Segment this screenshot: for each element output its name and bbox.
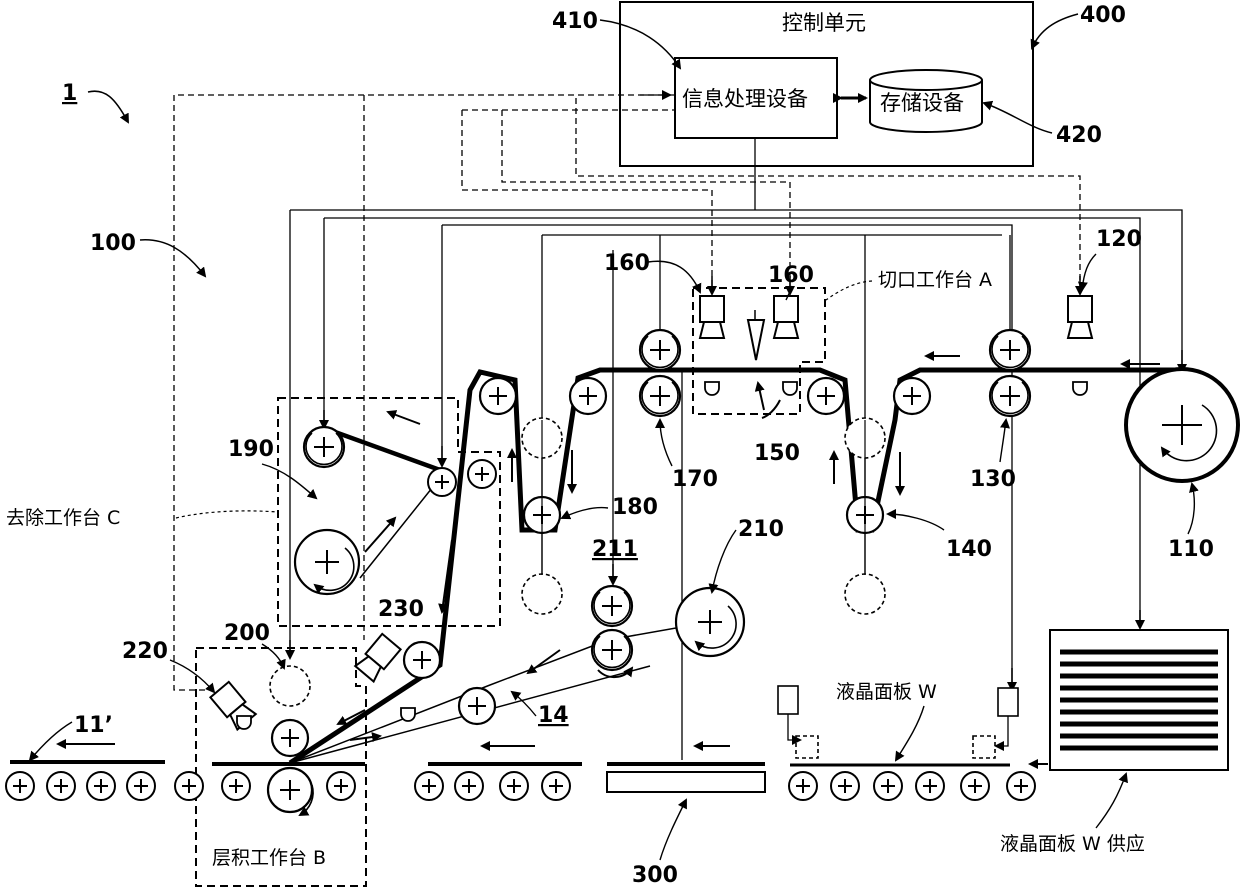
cutter-blade bbox=[748, 320, 764, 360]
ref-11-prime: 11’ bbox=[74, 713, 113, 738]
lcd-panel-supply-stack bbox=[1050, 630, 1228, 770]
ref-140: 140 bbox=[946, 537, 992, 562]
bottom-conveyor bbox=[6, 762, 1035, 800]
removal-station-label: 去除工作台 C bbox=[6, 507, 120, 529]
laminate-station-label: 层积工作台 B bbox=[212, 847, 326, 869]
ref-110: 110 bbox=[1168, 537, 1214, 562]
laminate-roll-lower bbox=[268, 768, 313, 815]
ref-200: 200 bbox=[224, 621, 270, 646]
storage-device-label: 存储设备 bbox=[880, 91, 964, 115]
info-device-label: 信息处理设备 bbox=[682, 87, 808, 111]
lcd-supply-label: 液晶面板 W 供应 bbox=[1000, 833, 1145, 855]
storage-device: 存储设备 bbox=[870, 70, 982, 132]
ref-220: 220 bbox=[122, 639, 168, 664]
ref-410: 410 bbox=[552, 9, 598, 34]
ref-190: 190 bbox=[228, 437, 274, 462]
ref-130: 130 bbox=[970, 467, 1016, 492]
ref-211: 211 bbox=[592, 537, 638, 562]
ref-120: 120 bbox=[1096, 227, 1142, 252]
stage-300 bbox=[607, 764, 765, 792]
ref-420: 420 bbox=[1056, 123, 1102, 148]
ref-300: 300 bbox=[632, 863, 678, 888]
ref-100: 100 bbox=[90, 231, 136, 256]
ref-160-left: 160 bbox=[604, 251, 650, 276]
ref-230: 230 bbox=[378, 597, 424, 622]
film-web bbox=[290, 370, 1180, 763]
separator-roll-210 bbox=[676, 588, 744, 656]
ref-210: 210 bbox=[738, 517, 784, 542]
lcd-panel-label: 液晶面板 W bbox=[836, 681, 937, 703]
ref-170: 170 bbox=[672, 467, 718, 492]
ref-150: 150 bbox=[754, 441, 800, 466]
ref-1: 1 bbox=[62, 81, 77, 106]
ref-160-right: 160 bbox=[768, 263, 814, 288]
film-supply-roll-110 bbox=[1126, 369, 1238, 481]
cut-station-label: 切口工作台 A bbox=[878, 269, 992, 291]
take-up-roll-190 bbox=[295, 530, 359, 594]
ref-400: 400 bbox=[1080, 3, 1126, 28]
ref-180: 180 bbox=[612, 495, 658, 520]
ref-14: 14 bbox=[538, 703, 569, 728]
info-processing-device: 信息处理设备 bbox=[675, 58, 837, 138]
control-unit-label: 控制单元 bbox=[782, 11, 866, 35]
